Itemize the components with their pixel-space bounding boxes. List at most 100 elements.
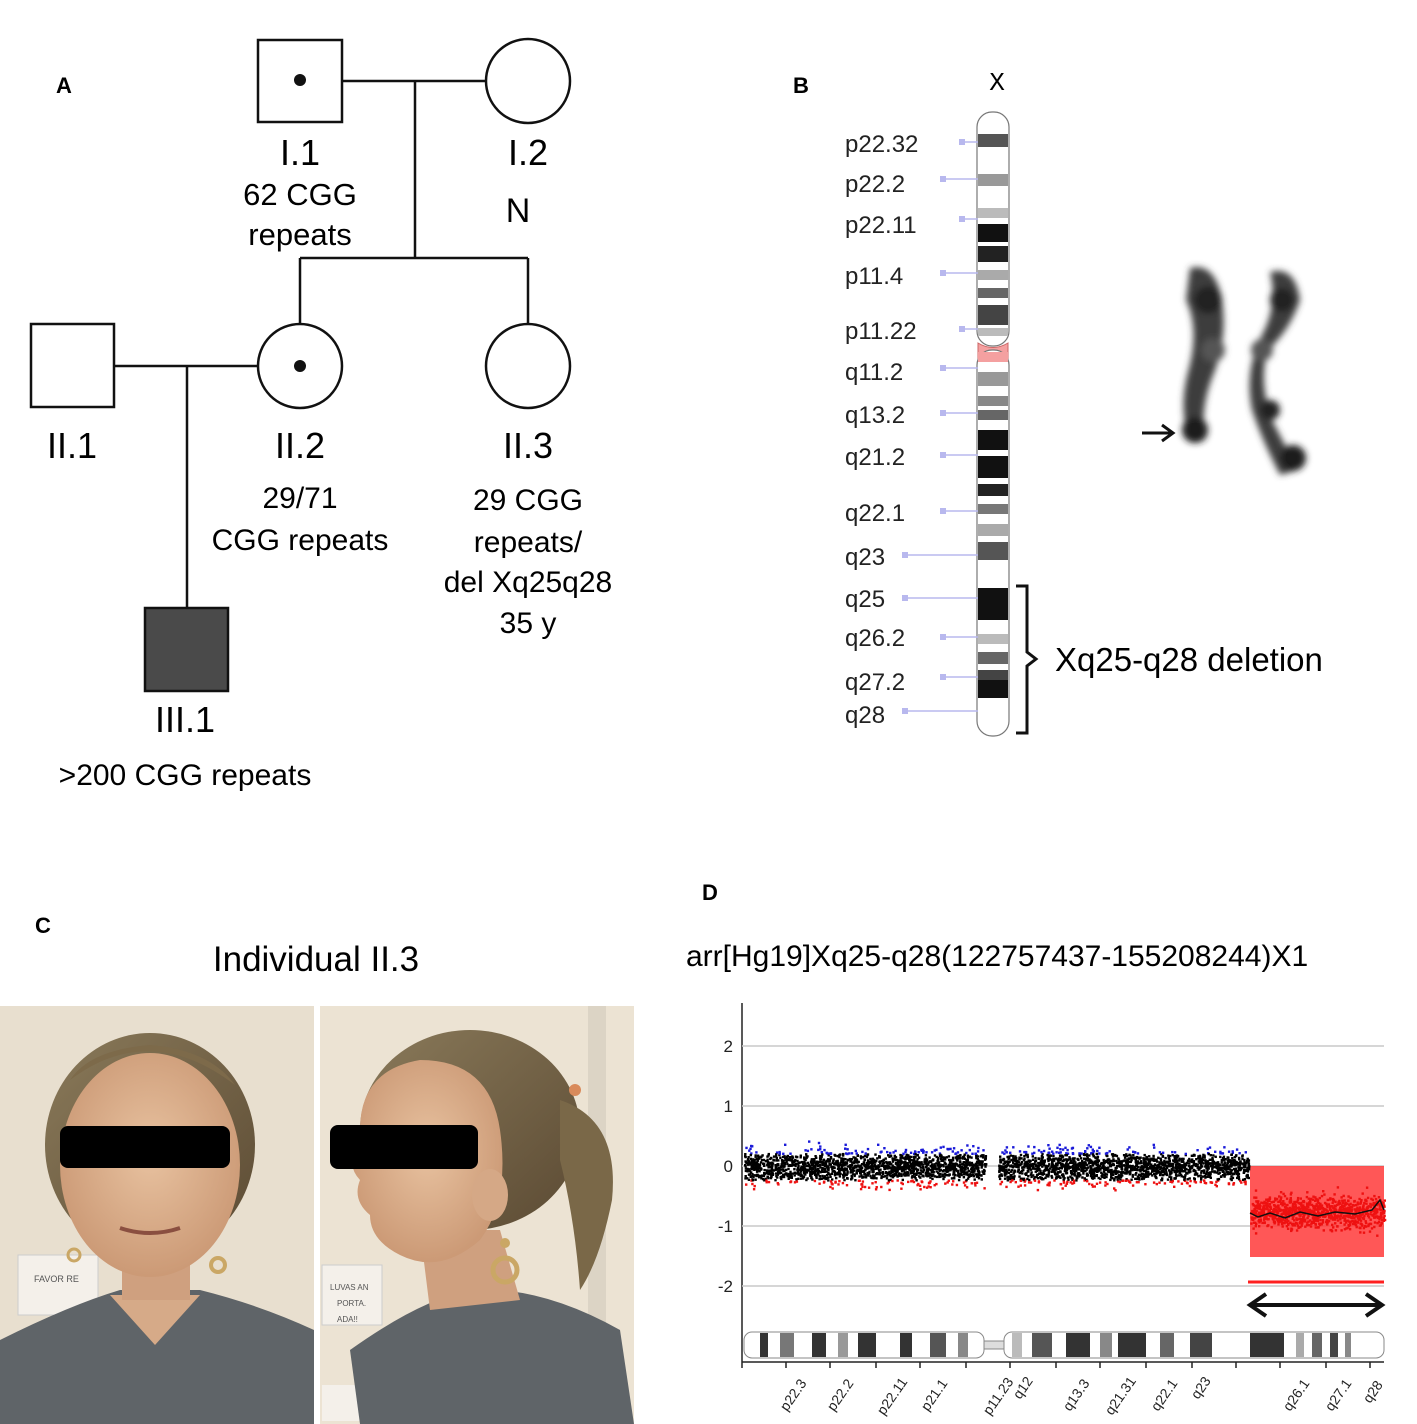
probe-point [829, 1185, 832, 1189]
probe-point [1295, 1229, 1299, 1232]
probe-point [754, 1161, 757, 1164]
probe-point [1175, 1161, 1179, 1164]
probe-point [998, 1164, 1001, 1167]
probe-point [1371, 1198, 1374, 1202]
probe-point [979, 1161, 982, 1164]
probe-point [998, 1177, 1002, 1181]
probe-point [1230, 1178, 1233, 1182]
individual-II3[interactable]: II.3 29 CGG repeats/ del Xq25q28 35 y [444, 322, 613, 640]
probe-point [884, 1175, 887, 1178]
probe-point [1156, 1171, 1160, 1174]
probe-point [1100, 1171, 1103, 1174]
probe-point [919, 1166, 922, 1169]
probe-point [745, 1183, 748, 1186]
individual-note: CGG repeats [212, 524, 389, 557]
probe-point [874, 1161, 877, 1164]
probe-point [1268, 1196, 1272, 1199]
probe-point [1356, 1220, 1359, 1223]
probe-point [1059, 1163, 1063, 1166]
probe-point [882, 1159, 885, 1162]
probe-point [1299, 1197, 1302, 1200]
probe-point [1373, 1194, 1376, 1198]
probe-point [1152, 1181, 1156, 1184]
probe-point [1080, 1166, 1084, 1169]
probe-point [1211, 1164, 1214, 1167]
probe-point [788, 1176, 791, 1179]
probe-point [1092, 1174, 1096, 1177]
band-label: q26.2 [845, 625, 905, 652]
probe-point [809, 1170, 812, 1174]
probe-point [896, 1167, 899, 1171]
probe-point [821, 1153, 824, 1156]
probe-point [957, 1154, 960, 1158]
probe-point [1203, 1179, 1206, 1182]
individual-II1[interactable]: II.1 [29, 322, 116, 466]
probe-point [1255, 1206, 1258, 1210]
probe-point [1300, 1207, 1304, 1210]
probe-point [803, 1156, 806, 1159]
probe-point [780, 1175, 784, 1178]
probe-point [792, 1163, 796, 1166]
probe-point [896, 1164, 899, 1167]
probe-point [865, 1163, 869, 1166]
probe-point [911, 1161, 915, 1164]
probe-point [953, 1177, 956, 1180]
probe-point [1051, 1150, 1054, 1153]
probe-point [1151, 1174, 1154, 1177]
probe-point [889, 1151, 892, 1155]
probe-point [1059, 1151, 1062, 1154]
probe-point [1191, 1160, 1194, 1164]
probe-point [833, 1166, 836, 1170]
probe-point [888, 1174, 891, 1177]
probe-point [1184, 1152, 1187, 1156]
probe-point [1262, 1218, 1266, 1221]
probe-point [1036, 1177, 1040, 1180]
probe-point [1334, 1200, 1337, 1203]
probe-point [808, 1140, 811, 1143]
individual-II2[interactable]: II.2 29/71 CGG repeats [212, 322, 389, 557]
probe-point [902, 1157, 905, 1160]
probe-point [846, 1172, 849, 1175]
probe-point [1027, 1165, 1030, 1169]
probe-point [1246, 1174, 1249, 1178]
probe-point [1244, 1163, 1247, 1166]
probe-point [1264, 1207, 1267, 1210]
probe-point [1259, 1218, 1262, 1221]
probe-point [835, 1176, 838, 1180]
probe-point [1075, 1179, 1078, 1182]
probe-point [945, 1167, 948, 1170]
probe-point [1070, 1171, 1073, 1175]
probe-point [1039, 1161, 1042, 1165]
probe-point [772, 1169, 776, 1172]
individual-III1[interactable]: III.1 >200 CGG repeats [59, 606, 312, 792]
probe-point [954, 1152, 957, 1155]
probe-point [1271, 1214, 1274, 1217]
probe-point [1206, 1163, 1209, 1166]
probe-point [1147, 1170, 1150, 1174]
probe-point [1001, 1168, 1005, 1171]
probe-point [775, 1175, 778, 1178]
probe-point [967, 1156, 970, 1159]
probe-point [1322, 1207, 1325, 1211]
probe-point [1239, 1179, 1242, 1183]
individual-I2[interactable]: I.2 N [484, 37, 572, 230]
individual-I1[interactable]: I.1 62 CGG repeats [243, 38, 357, 252]
probe-point [1011, 1166, 1015, 1169]
probe-point [1360, 1224, 1364, 1227]
probe-point [1090, 1170, 1093, 1173]
probe-point [823, 1177, 826, 1180]
probe-point [963, 1184, 967, 1187]
probe-point [782, 1152, 785, 1155]
probe-point [1323, 1193, 1326, 1196]
probe-point [1141, 1168, 1145, 1171]
probe-point [1295, 1207, 1298, 1210]
probe-point [977, 1155, 980, 1158]
probe-point [1005, 1146, 1009, 1149]
probe-point [955, 1157, 958, 1160]
probe-point [1272, 1200, 1275, 1203]
probe-point [1005, 1172, 1008, 1175]
probe-point [756, 1159, 759, 1163]
probe-point [1319, 1218, 1322, 1222]
probe-point [864, 1176, 868, 1179]
probe-point [765, 1181, 768, 1184]
